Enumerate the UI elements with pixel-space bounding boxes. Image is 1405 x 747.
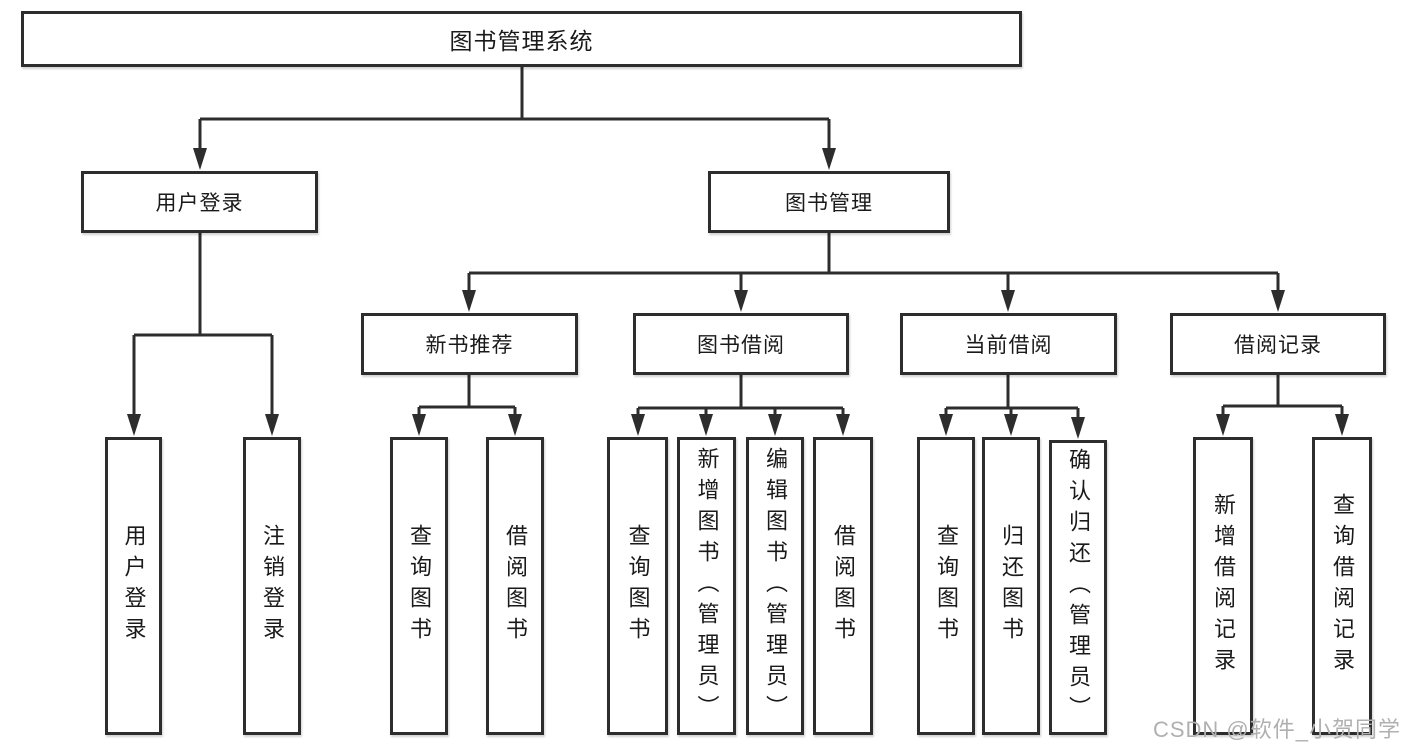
leaf-query-books-borrowing: 查询图书 [607,437,668,735]
leaf-query-borrow-record: 查询借阅记录 [1312,437,1372,735]
node-borrowing-records-label: 借阅记录 [1234,334,1322,357]
csdn-watermark: CSDN @软件_小贺同学 [1152,717,1401,742]
leaf-user-login: 用户登录 [105,437,162,735]
node-new-book-recommend: 新书推荐 [361,313,578,375]
leaf-borrow-books: 借阅图书 [813,437,873,735]
leaf-add-books-admin: 新增图书（管理员） [677,437,736,735]
node-user-login-branch-label: 用户登录 [155,192,244,215]
leaf-query-borrow-record-label: 查询借阅记录 [1330,493,1355,679]
node-borrowing-records: 借阅记录 [1170,313,1386,375]
arrowheads [127,148,1349,439]
leaf-borrow-books-label: 借阅图书 [831,524,856,648]
leaf-confirm-return-admin-label: 确认归还（管理员） [1066,448,1091,727]
leaf-query-books-recommend-label: 查询图书 [407,524,432,648]
leaf-add-borrow-record-label: 新增借阅记录 [1211,493,1236,679]
leaf-query-books-current-label: 查询图书 [934,524,959,648]
node-current-borrowing-label: 当前借阅 [964,334,1053,357]
node-book-management-label: 图书管理 [785,192,873,215]
leaf-query-books-recommend: 查询图书 [390,437,448,735]
node-user-login-branch: 用户登录 [81,171,318,233]
leaf-add-books-admin-label: 新增图书（管理员） [694,446,720,726]
leaf-add-borrow-record: 新增借阅记录 [1193,437,1253,735]
leaf-borrow-books-recommend-label: 借阅图书 [503,524,528,648]
leaf-user-login-label: 用户登录 [121,524,147,648]
leaf-return-books-label: 归还图书 [999,524,1024,648]
leaf-confirm-return-admin: 确认归还（管理员） [1049,440,1107,735]
node-book-borrowing: 图书借阅 [633,313,849,375]
node-new-book-recommend-label: 新书推荐 [425,334,514,357]
leaf-query-books-borrowing-label: 查询图书 [625,524,651,648]
node-book-management: 图书管理 [708,171,950,233]
leaf-edit-books-admin-label: 编辑图书（管理员） [763,446,788,726]
node-root-label: 图书管理系统 [449,28,594,54]
node-book-borrowing-label: 图书借阅 [697,334,785,357]
leaf-query-books-current: 查询图书 [917,437,975,735]
leaf-borrow-books-recommend: 借阅图书 [486,437,544,735]
leaf-logout-label: 注销登录 [260,524,285,648]
node-root: 图书管理系统 [21,11,1022,67]
leaf-return-books: 归还图书 [982,437,1040,735]
node-current-borrowing: 当前借阅 [900,313,1117,375]
leaf-edit-books-admin: 编辑图书（管理员） [746,437,804,735]
leaf-logout: 注销登录 [243,437,301,735]
